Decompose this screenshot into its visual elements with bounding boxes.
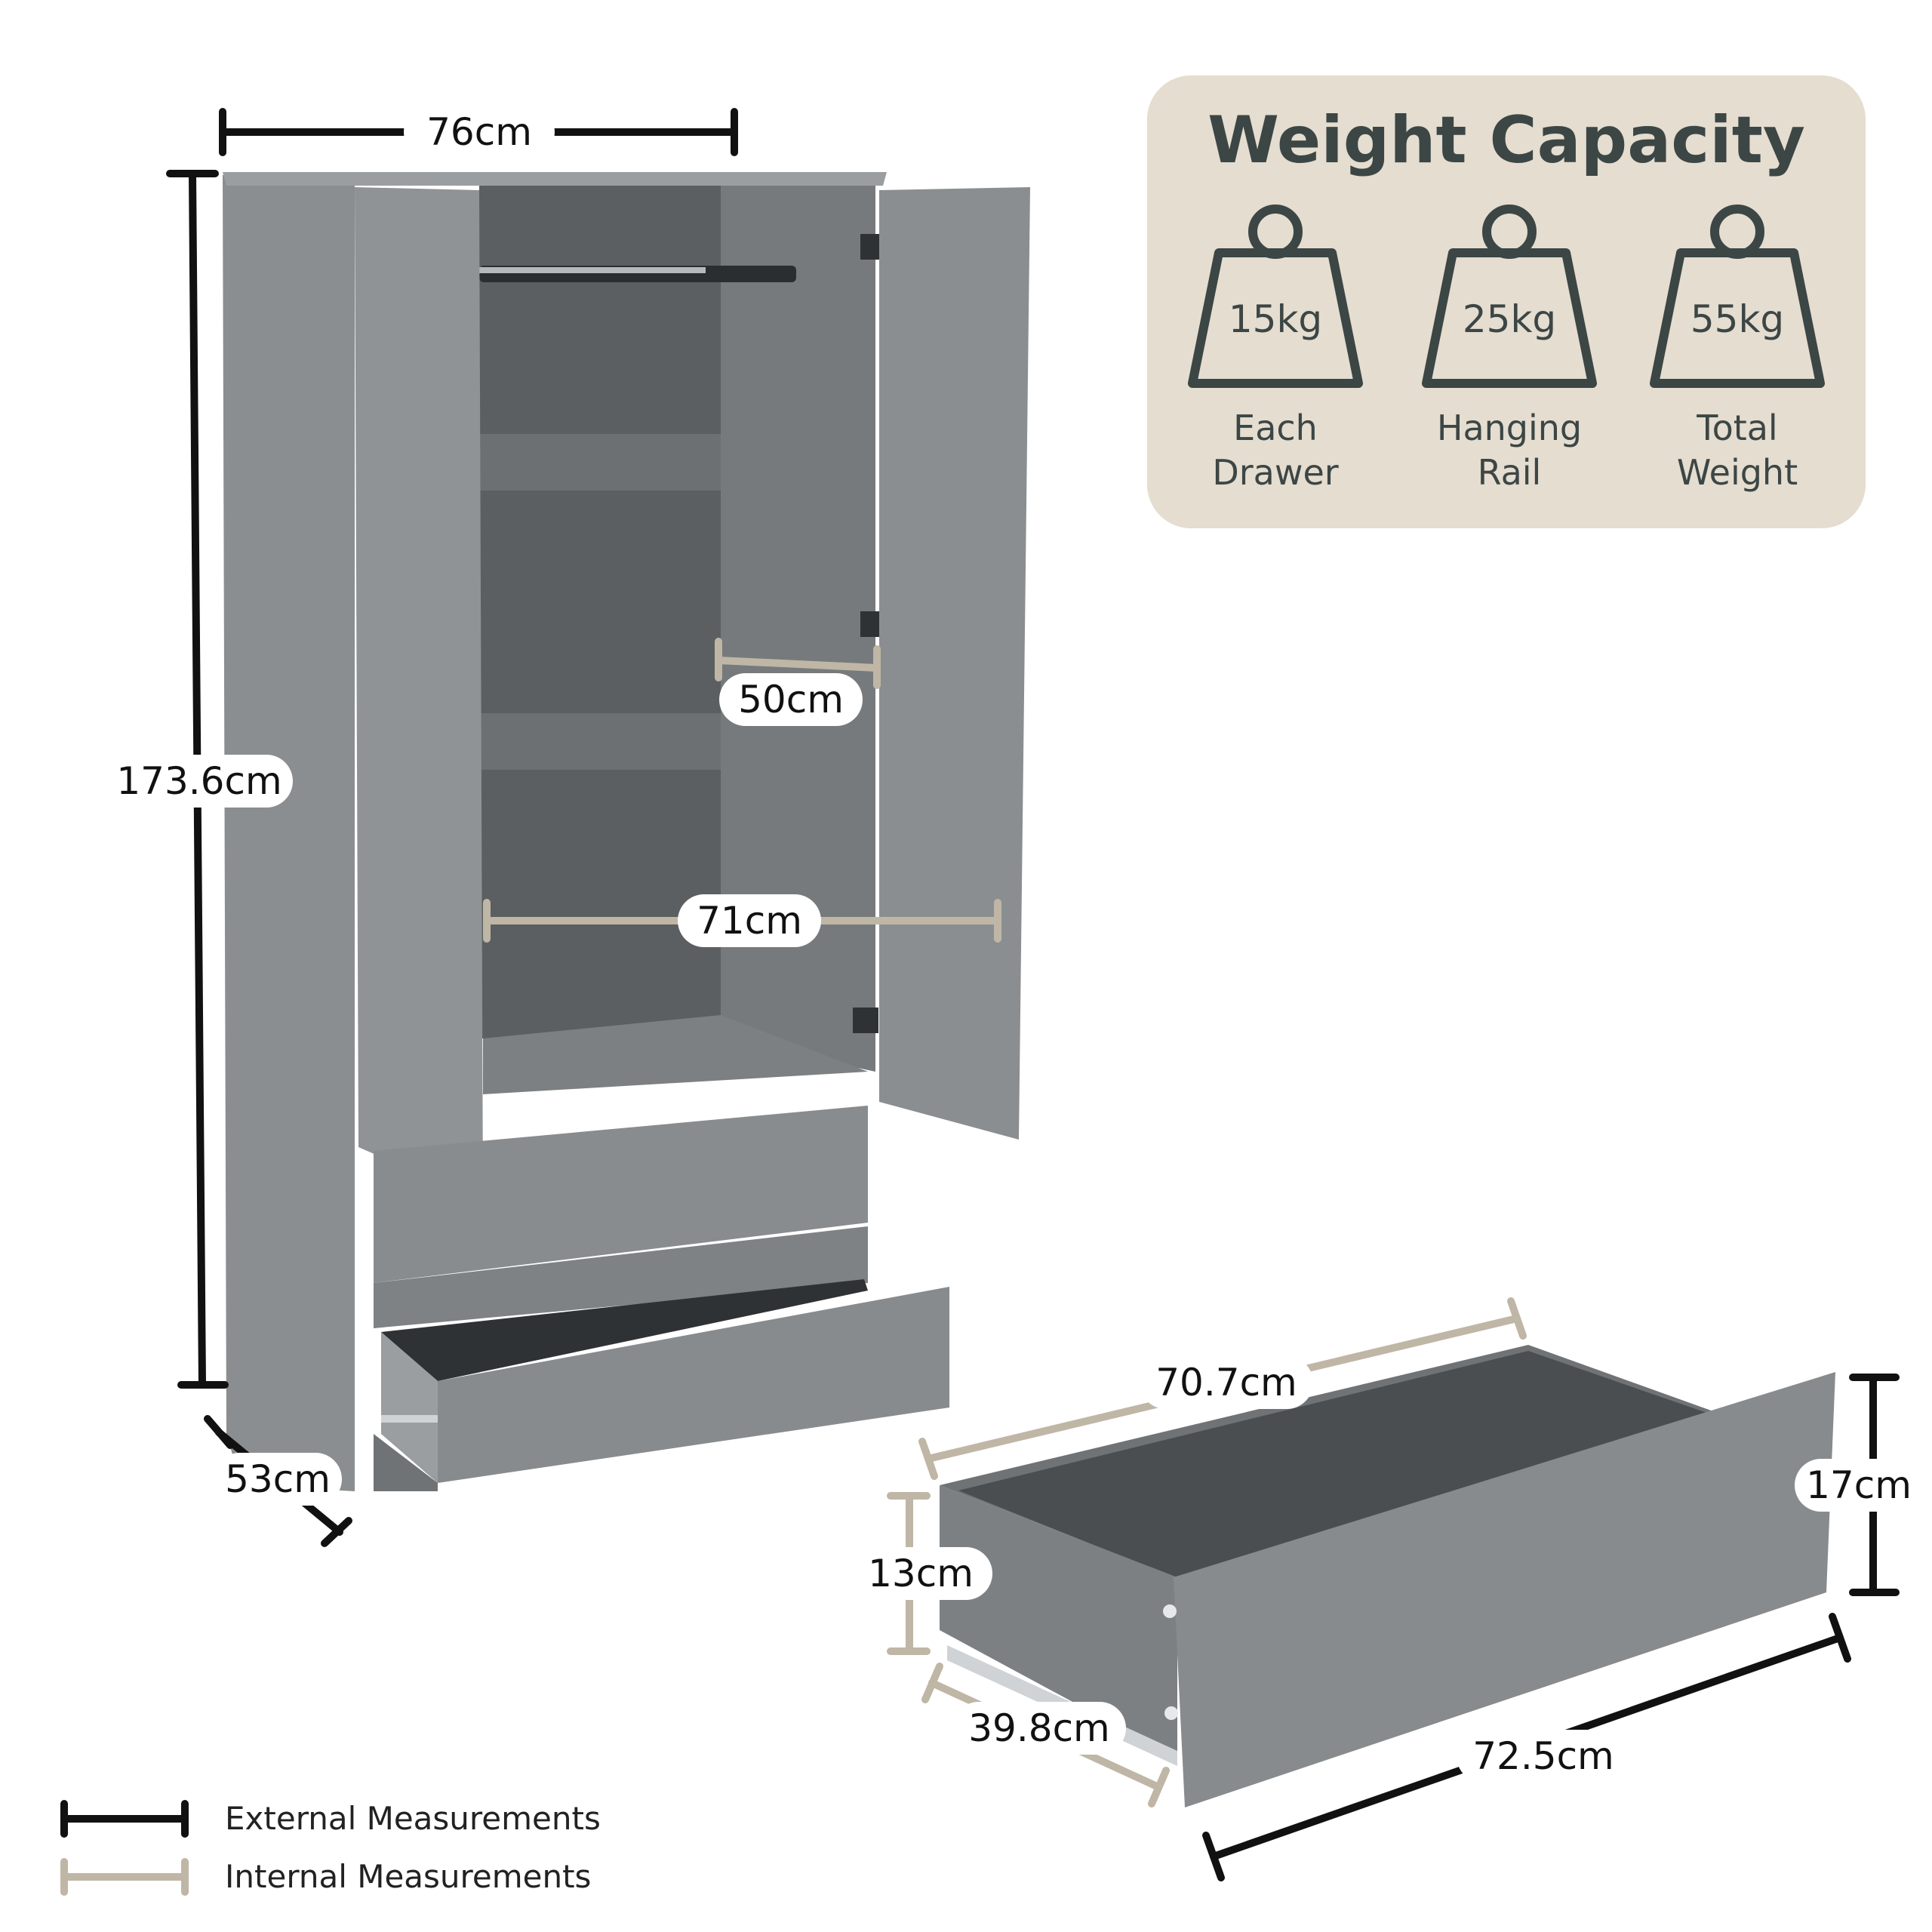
- weight-capacity-background: [1147, 75, 1866, 528]
- wardrobe-side-panel: [223, 175, 355, 1491]
- label-wardrobe-width: 76cm: [426, 110, 532, 154]
- wardrobe-illustration: [223, 172, 1030, 1491]
- weight-item-hanging-rail: 25kg Hanging Rail: [1422, 205, 1597, 493]
- weight-label-hanging-rail-line1: Hanging: [1437, 408, 1582, 448]
- wardrobe-lower-drawer-interior: [381, 1279, 868, 1381]
- drawer-inside: [958, 1351, 1713, 1577]
- wardrobe-upper-drawer: [374, 1106, 868, 1283]
- weight-label-each-drawer-line2: Drawer: [1212, 452, 1338, 493]
- label-wardrobe-depth: 53cm: [225, 1457, 331, 1501]
- weight-item-total-weight: 55kg Total Weight: [1650, 205, 1825, 493]
- wardrobe-drawer-divider: [374, 1226, 868, 1328]
- wardrobe-interior-side: [721, 186, 875, 1072]
- label-interior-depth: 50cm: [738, 678, 844, 721]
- wardrobe-interior-floor: [483, 1015, 868, 1094]
- dimension-drawer-external-width: 72.5cm: [1202, 1613, 1851, 1881]
- dimension-interior-width: 71cm: [483, 894, 1001, 947]
- dimension-interior-depth: 50cm: [715, 638, 881, 726]
- label-drawer-internal-width: 70.7cm: [1155, 1361, 1297, 1404]
- legend: External Measurements Internal Measureme…: [60, 1800, 601, 1896]
- dimension-drawer-internal-height: 13cm: [849, 1492, 992, 1655]
- wardrobe-shelf-band: [479, 713, 721, 770]
- label-drawer-external-width: 72.5cm: [1472, 1734, 1614, 1778]
- drawer-front-panel: [1174, 1372, 1835, 1807]
- wardrobe-plinth: [374, 1434, 438, 1491]
- weight-capacity-title: Weight Capacity: [1208, 103, 1805, 178]
- weight-label-total-weight-line2: Weight: [1677, 452, 1798, 493]
- legend-external-label: External Measurements: [225, 1800, 601, 1837]
- dimension-drawer-internal-depth: 39.8cm: [921, 1663, 1170, 1807]
- wardrobe-right-door: [879, 187, 1030, 1140]
- wardrobe-left-door: [355, 187, 483, 1201]
- drawer-left-side: [940, 1485, 1177, 1758]
- weight-icon: [1188, 205, 1363, 388]
- weight-icon: [1650, 205, 1825, 388]
- legend-internal-label: Internal Measurements: [225, 1858, 591, 1895]
- wardrobe-top: [223, 172, 887, 186]
- dimension-wardrobe-height: 173.6cm: [106, 170, 293, 1389]
- dimension-drawer-external-height: 17cm: [1795, 1374, 1923, 1596]
- label-drawer-internal-depth: 39.8cm: [968, 1706, 1110, 1750]
- door-hinge: [853, 1008, 878, 1033]
- hanging-rail-highlight: [479, 267, 706, 273]
- label-wardrobe-height: 173.6cm: [116, 759, 281, 803]
- wardrobe-shelf-band: [479, 434, 721, 491]
- weight-capacity-panel: Weight Capacity 15kg Each Drawer 25kg Ha…: [1147, 75, 1866, 528]
- weight-value-hanging-rail: 25kg: [1463, 297, 1556, 341]
- weight-label-hanging-rail-line2: Rail: [1478, 452, 1542, 493]
- legend-internal: Internal Measurements: [60, 1858, 591, 1896]
- internal-measurements: 50cm 71cm 70.7cm 13cm: [483, 638, 1527, 1807]
- dimension-wardrobe-width: 76cm: [219, 106, 738, 158]
- legend-external: External Measurements: [60, 1800, 601, 1838]
- label-drawer-external-height: 17cm: [1806, 1463, 1912, 1507]
- drawer-runner: [381, 1415, 438, 1423]
- dimension-wardrobe-depth: 53cm: [204, 1415, 352, 1547]
- dimension-drawer-internal-width: 70.7cm: [918, 1297, 1527, 1480]
- drawer-screw: [1163, 1604, 1177, 1618]
- wardrobe-lower-drawer-side: [381, 1332, 438, 1483]
- weight-label-total-weight-line1: Total: [1696, 408, 1777, 448]
- external-measurements: 76cm 173.6cm 53cm 17cm: [106, 106, 1923, 1881]
- weight-label-each-drawer-line1: Each: [1233, 408, 1318, 448]
- label-drawer-internal-height: 13cm: [868, 1552, 974, 1595]
- wardrobe-interior-back: [479, 186, 721, 1038]
- label-interior-width: 71cm: [697, 899, 802, 943]
- drawer-screw: [1164, 1706, 1178, 1720]
- wardrobe-lower-drawer-front: [438, 1287, 949, 1483]
- weight-value-each-drawer: 15kg: [1229, 297, 1322, 341]
- weight-value-total-weight: 55kg: [1690, 297, 1784, 341]
- weight-item-each-drawer: 15kg Each Drawer: [1188, 205, 1363, 493]
- weight-icon: [1422, 205, 1597, 388]
